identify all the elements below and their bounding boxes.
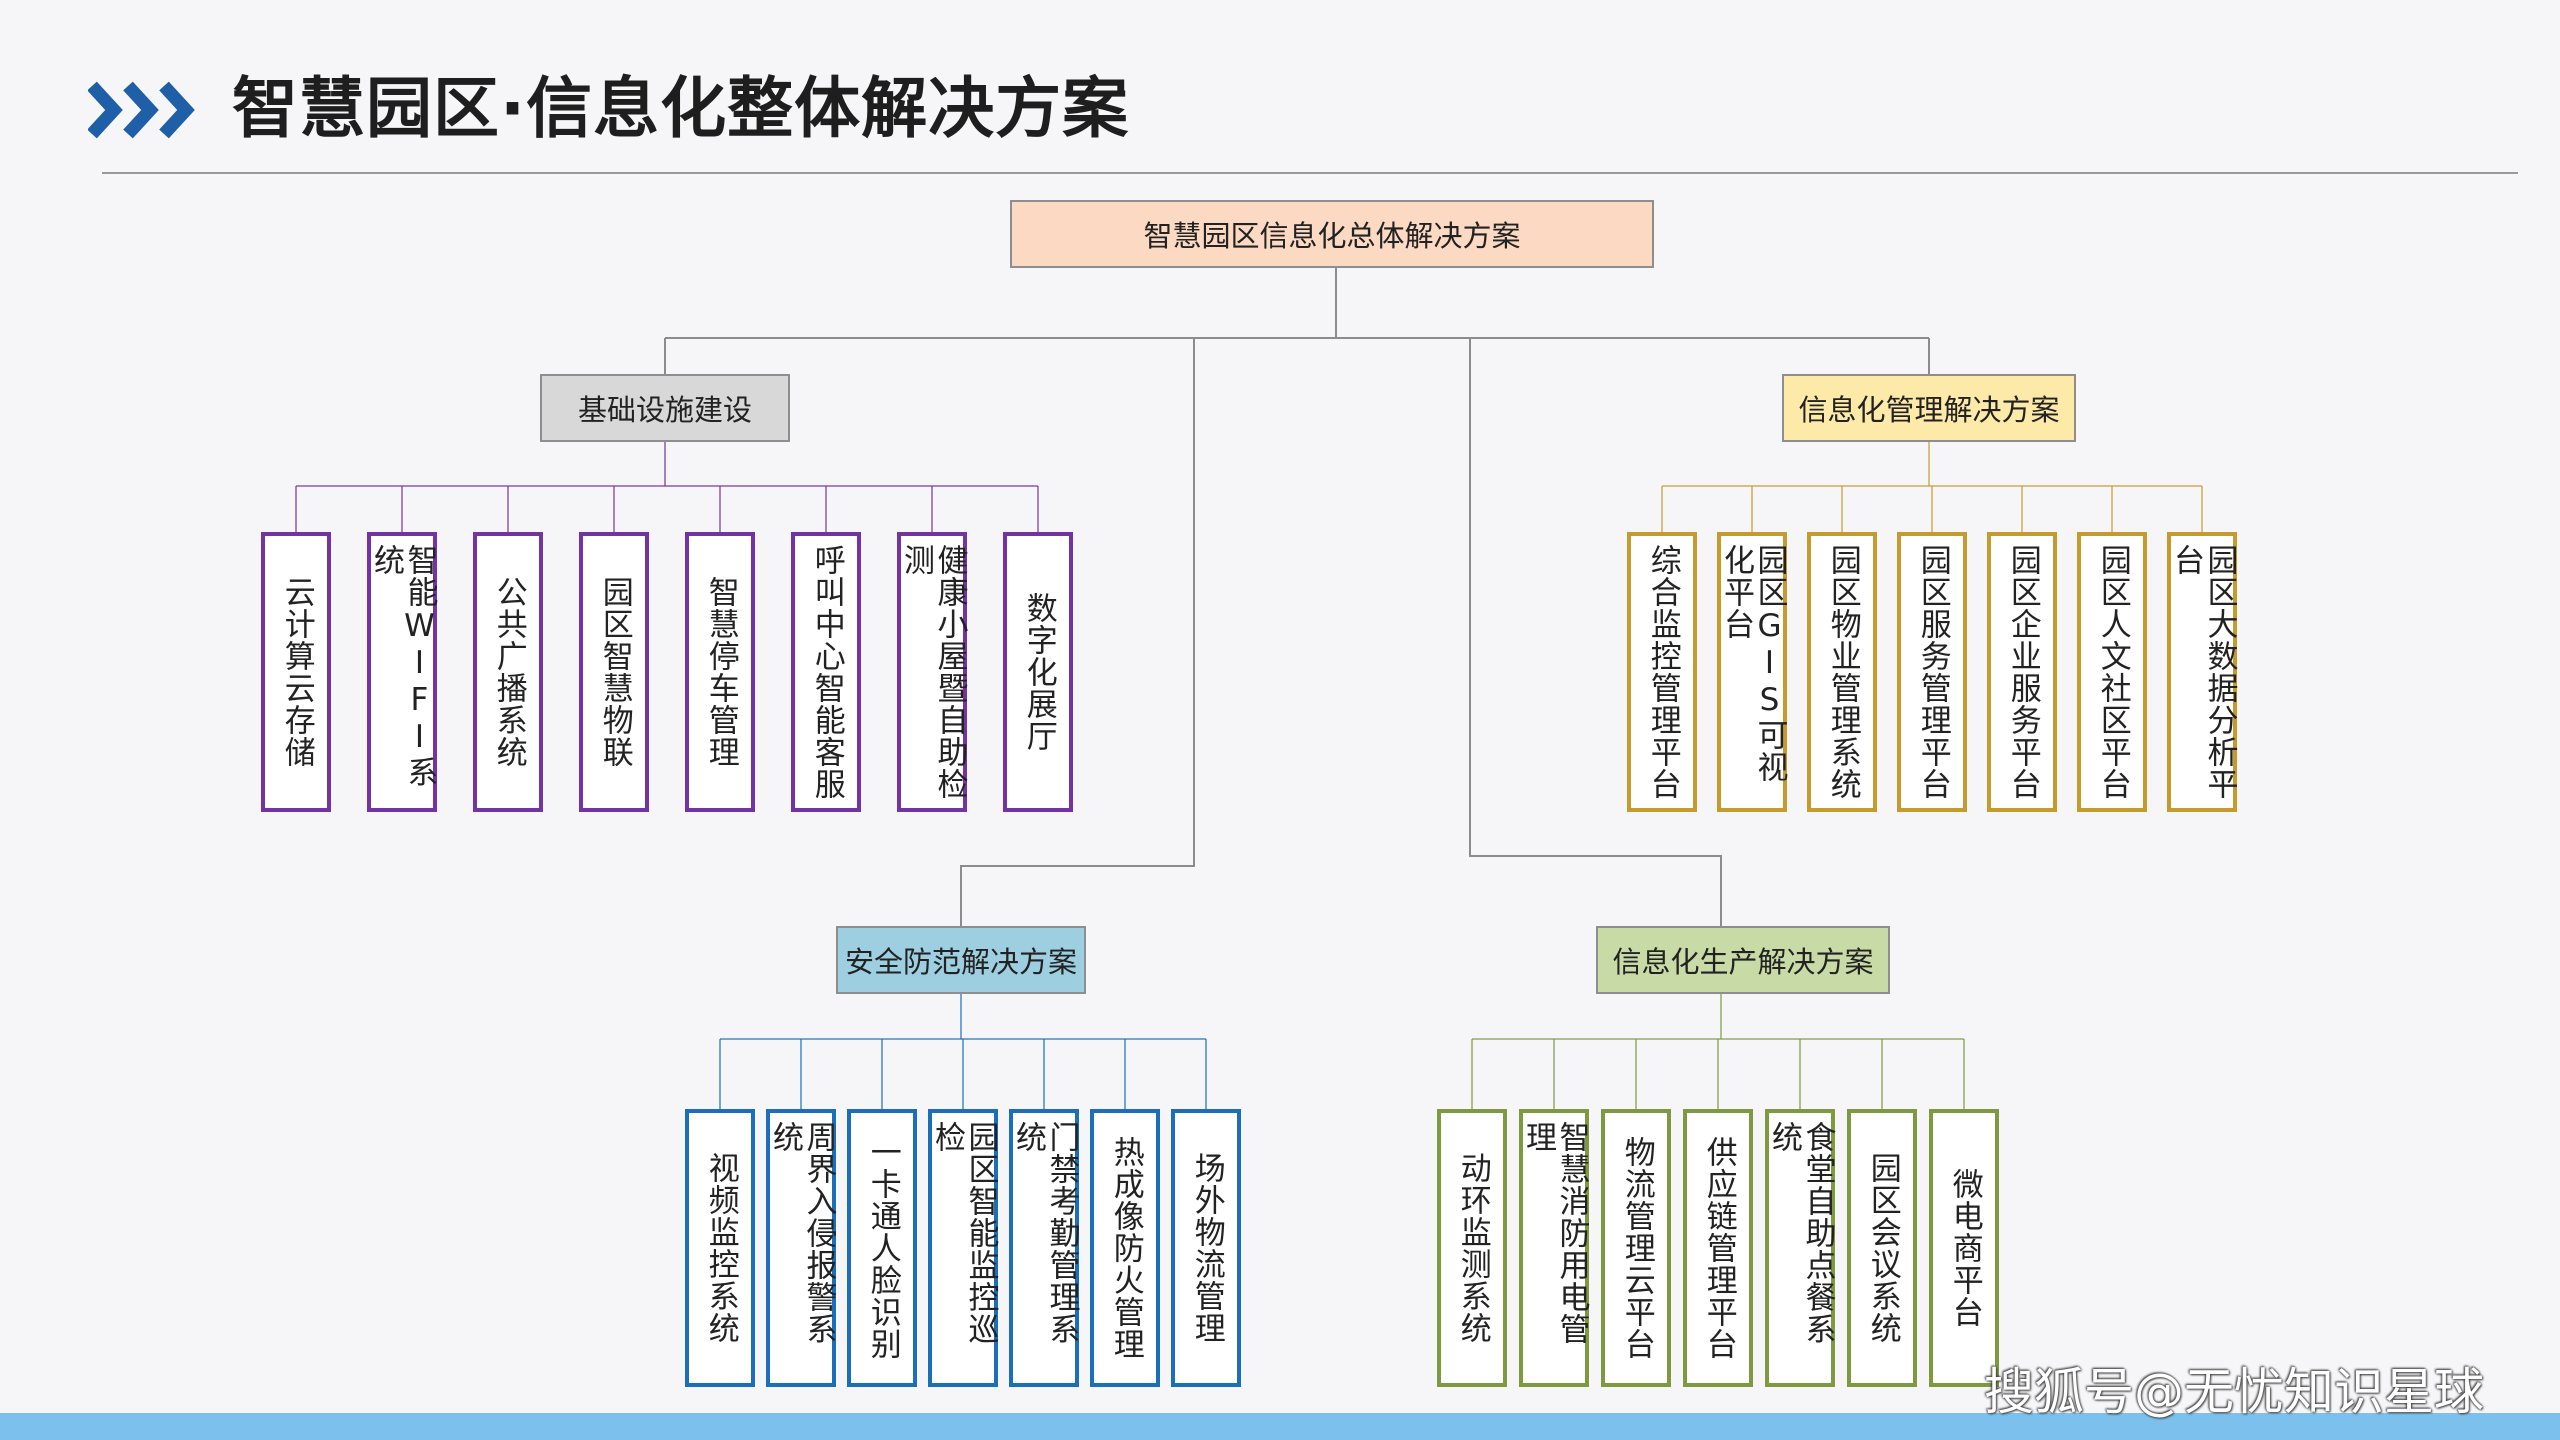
category-info-management: 信息化管理解决方案 bbox=[1782, 374, 2076, 442]
security-item-label: 场外物流管理 bbox=[1188, 1152, 1225, 1344]
page-title: 智慧园区·信息化整体解决方案 bbox=[232, 70, 1130, 147]
security-item-label: 热成像防火管理 bbox=[1107, 1136, 1144, 1360]
production-item: 微电商平台 bbox=[1929, 1109, 1999, 1387]
category-infrastructure: 基础设施建设 bbox=[540, 374, 790, 442]
info-item: 园区大数据分析平台 bbox=[2167, 532, 2237, 812]
infra-item: 健康小屋暨自助检测 bbox=[897, 532, 967, 812]
watermark: 搜狐号@无忧知识星球 bbox=[1984, 1363, 2484, 1421]
infra-item-label: 呼叫中心智能客服 bbox=[808, 544, 845, 800]
infra-item-label: 智慧停车管理 bbox=[702, 576, 739, 768]
security-item: 场外物流管理 bbox=[1171, 1109, 1241, 1387]
infra-item: 智慧停车管理 bbox=[685, 532, 755, 812]
production-item-label: 微电商平台 bbox=[1946, 1168, 1983, 1328]
info-item-label: 园区企业服务平台 bbox=[2004, 544, 2041, 800]
security-item: 一卡通人脸识别 bbox=[847, 1109, 917, 1387]
infra-item-label: 数字化展厅 bbox=[1020, 592, 1057, 752]
infra-item: 云计算云存储 bbox=[261, 532, 331, 812]
infra-item: 公共广播系统 bbox=[473, 532, 543, 812]
infra-item: 数字化展厅 bbox=[1003, 532, 1073, 812]
security-item-label: 园区智能监控巡检 bbox=[929, 1121, 999, 1345]
info-item-label: 园区服务管理平台 bbox=[1914, 544, 1951, 800]
info-item-label: 园区GIS可视化平台 bbox=[1718, 544, 1788, 783]
info-item-label: 园区大数据分析平台 bbox=[2168, 544, 2238, 800]
bottom-band bbox=[0, 1413, 2560, 1440]
category-production: 信息化生产解决方案 bbox=[1596, 926, 1890, 994]
production-item-label: 园区会议系统 bbox=[1864, 1152, 1901, 1344]
infra-item-label: 园区智慧物联 bbox=[596, 576, 633, 768]
info-item: 园区GIS可视化平台 bbox=[1717, 532, 1787, 812]
infra-item: 智能WIFI系统 bbox=[367, 532, 437, 812]
infra-item-label: 智能WIFI系统 bbox=[368, 544, 438, 788]
security-item-label: 一卡通人脸识别 bbox=[864, 1136, 901, 1360]
production-item: 供应链管理平台 bbox=[1683, 1109, 1753, 1387]
root-node: 智慧园区信息化总体解决方案 bbox=[1010, 200, 1654, 268]
production-item-label: 食堂自助点餐系统 bbox=[1766, 1121, 1836, 1345]
production-item: 食堂自助点餐系统 bbox=[1765, 1109, 1835, 1387]
info-item-label: 园区人文社区平台 bbox=[2094, 544, 2131, 800]
production-item: 智慧消防用电管理 bbox=[1519, 1109, 1589, 1387]
security-item: 门禁考勤管理系统 bbox=[1009, 1109, 1079, 1387]
infra-item: 园区智慧物联 bbox=[579, 532, 649, 812]
connector-line bbox=[1469, 338, 1722, 926]
production-item-label: 供应链管理平台 bbox=[1700, 1136, 1737, 1360]
infra-item: 呼叫中心智能客服 bbox=[791, 532, 861, 812]
security-item-label: 周界入侵报警系统 bbox=[767, 1121, 837, 1345]
info-item-label: 综合监控管理平台 bbox=[1644, 544, 1681, 800]
production-item: 园区会议系统 bbox=[1847, 1109, 1917, 1387]
security-item: 视频监控系统 bbox=[685, 1109, 755, 1387]
triple-chevron-icon bbox=[88, 81, 195, 139]
title-divider bbox=[102, 172, 2518, 174]
security-item: 周界入侵报警系统 bbox=[766, 1109, 836, 1387]
security-item: 园区智能监控巡检 bbox=[928, 1109, 998, 1387]
production-item: 动环监测系统 bbox=[1437, 1109, 1507, 1387]
infra-item-label: 云计算云存储 bbox=[278, 576, 315, 768]
info-item: 园区企业服务平台 bbox=[1987, 532, 2057, 812]
production-item-label: 物流管理云平台 bbox=[1618, 1136, 1655, 1360]
production-item-label: 动环监测系统 bbox=[1454, 1152, 1491, 1344]
info-item: 园区人文社区平台 bbox=[2077, 532, 2147, 812]
security-item: 热成像防火管理 bbox=[1090, 1109, 1160, 1387]
production-item: 物流管理云平台 bbox=[1601, 1109, 1671, 1387]
info-item: 园区物业管理系统 bbox=[1807, 532, 1877, 812]
info-item-label: 园区物业管理系统 bbox=[1824, 544, 1861, 800]
info-item: 综合监控管理平台 bbox=[1627, 532, 1697, 812]
infra-item-label: 公共广播系统 bbox=[490, 576, 527, 768]
info-item: 园区服务管理平台 bbox=[1897, 532, 1967, 812]
connector-line bbox=[960, 338, 1195, 926]
category-security: 安全防范解决方案 bbox=[836, 926, 1086, 994]
infra-item-label: 健康小屋暨自助检测 bbox=[898, 544, 968, 800]
security-item-label: 门禁考勤管理系统 bbox=[1010, 1121, 1080, 1345]
security-item-label: 视频监控系统 bbox=[702, 1152, 739, 1344]
production-item-label: 智慧消防用电管理 bbox=[1520, 1121, 1590, 1345]
